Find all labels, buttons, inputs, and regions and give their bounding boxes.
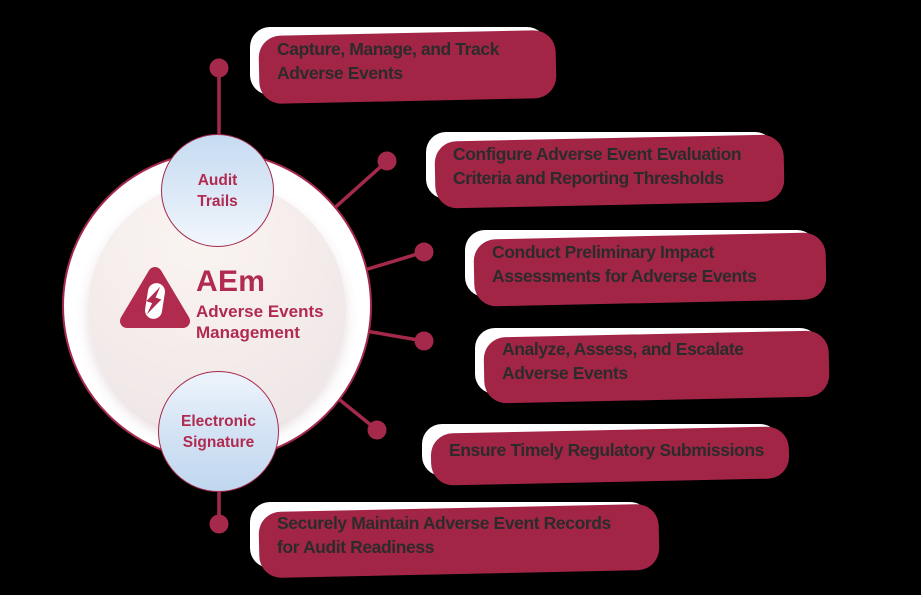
connector-dot-ensure xyxy=(367,420,387,440)
satellite-audit-trails: Audit Trails xyxy=(161,134,274,247)
connector-line-configure xyxy=(328,159,389,214)
connector-dot-securely xyxy=(209,514,229,534)
audit-trails-label-line-2: Trails xyxy=(197,192,238,210)
connector-line-conduct xyxy=(357,250,425,274)
pill-bolt-group xyxy=(145,283,165,319)
feature-card-line: for Audit Readiness xyxy=(277,537,435,557)
feature-card-securely: Securely Maintain Adverse Event Records … xyxy=(250,502,650,568)
feature-card-line: Conduct Preliminary Impact xyxy=(492,241,715,262)
electronic-signature-label-line-1: Electronic xyxy=(181,412,256,430)
satellite-electronic-signature: Electronic Signature xyxy=(158,371,279,492)
feature-card-line: Adverse Events xyxy=(502,363,628,383)
connector-dot-capture xyxy=(209,58,229,78)
feature-card-line: Criteria and Reporting Thresholds xyxy=(453,167,724,188)
electronic-signature-label-line-2: Signature xyxy=(182,433,255,451)
connector-dot-group xyxy=(209,58,434,534)
lightning-bolt-shape xyxy=(146,286,162,315)
product-name-line-2: Management xyxy=(196,323,300,342)
product-abbreviation: AEm xyxy=(196,265,266,298)
feature-card-line: Analyze, Assess, and Escalate xyxy=(502,339,744,359)
feature-card-line: Adverse Events xyxy=(277,63,403,83)
feature-card-configure: Configure Adverse Event Evaluation Crite… xyxy=(426,132,775,199)
feature-card-line: Assessments for Adverse Events xyxy=(492,265,757,286)
product-name-line-1: Adverse Events xyxy=(196,302,324,321)
audit-trails-label-line-1: Audit xyxy=(197,171,238,189)
connector-line-analyze xyxy=(359,328,425,343)
connector-dot-conduct xyxy=(414,242,434,262)
feature-card-line: Configure Adverse Event Evaluation xyxy=(453,143,742,164)
adverse-event-warning-icon xyxy=(120,267,190,328)
connector-dot-analyze xyxy=(414,331,434,351)
feature-card-analyze: Analyze, Assess, and Escalate Adverse Ev… xyxy=(475,328,820,394)
feature-card-capture: Capture, Manage, and Track Adverse Event… xyxy=(250,27,547,95)
feature-card-line: Capture, Manage, and Track xyxy=(277,39,500,59)
connector-dot-configure xyxy=(377,151,397,171)
product-name: Adverse Events Management xyxy=(196,301,324,343)
feature-card-line: Securely Maintain Adverse Event Records xyxy=(277,513,611,533)
feature-card-ensure: Ensure Timely Regulatory Submissions xyxy=(422,424,780,476)
feature-card-line: Ensure Timely Regulatory Submissions xyxy=(449,440,764,460)
central-label: AEm Adverse Events Management xyxy=(196,266,324,343)
feature-card-conduct: Conduct Preliminary Impact Assessments f… xyxy=(465,230,817,297)
